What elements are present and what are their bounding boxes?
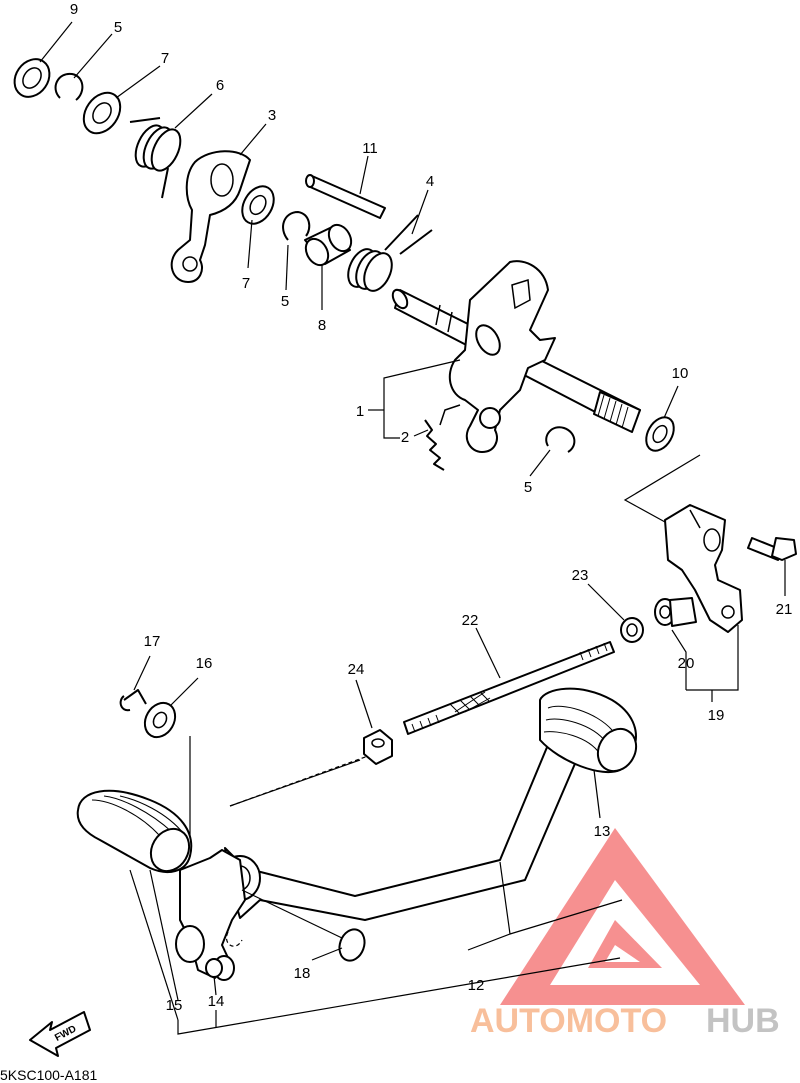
callout-14: 14 [208, 993, 225, 1010]
callout-10: 10 [672, 365, 689, 382]
callout-18: 18 [294, 965, 311, 982]
torsion-spring-4 [347, 214, 433, 292]
dowel-pin-11 [305, 174, 386, 219]
washer-7-mid [241, 185, 275, 225]
callout-13: 13 [594, 823, 611, 840]
callout-8: 8 [318, 317, 326, 334]
pedal-rubber-13 [539, 687, 638, 774]
clip-17 [119, 689, 147, 712]
return-spring-2 [424, 419, 445, 471]
callout-4: 4 [426, 173, 434, 190]
shift-shaft-assembly-1 [391, 260, 641, 453]
shift-arm-19 [664, 504, 743, 633]
callout-5-right: 5 [524, 479, 532, 496]
callout-22: 22 [462, 612, 479, 629]
callout-5-mid: 5 [281, 293, 289, 310]
callout-19: 19 [708, 707, 725, 724]
watermark-auto: AUTOMOTO [470, 1002, 667, 1040]
shift-rod-22 [403, 641, 615, 735]
callout-16: 16 [196, 655, 213, 672]
joint-20 [654, 597, 697, 627]
nut-23 [620, 617, 644, 643]
washer-9 [13, 58, 51, 98]
callout-21: 21 [776, 601, 793, 618]
callout-5-top: 5 [114, 19, 122, 36]
callout-6: 6 [216, 77, 224, 94]
callout-7-top: 7 [161, 50, 169, 67]
circlip-5-mid [282, 211, 311, 241]
callout-17: 17 [144, 633, 161, 650]
collar-8 [304, 223, 353, 267]
heel-shift-arm-15 [76, 789, 246, 981]
callout-20: 20 [678, 655, 695, 672]
washer-7-top [82, 91, 122, 135]
callout-15: 15 [166, 997, 183, 1014]
callout-7-mid: 7 [242, 275, 250, 292]
washer-16 [143, 701, 177, 739]
drawing-code: 5KSC100-A181 [0, 1067, 98, 1083]
nut-24 [363, 729, 393, 765]
torsion-spring-6 [129, 117, 182, 199]
callout-2: 2 [401, 429, 409, 446]
callout-11: 11 [362, 140, 378, 157]
circlip-5-right [545, 426, 576, 453]
automotohub-watermark-text: AUTOMOTO HUB [470, 1002, 780, 1040]
automotohub-watermark-logo [500, 828, 745, 1005]
callout-12: 12 [468, 977, 485, 994]
callout-1: 1 [356, 403, 364, 420]
bolt-14 [205, 958, 223, 978]
fwd-direction-arrow: FWD [29, 1011, 91, 1057]
circlip-5-top [54, 72, 84, 101]
callout-24: 24 [348, 661, 365, 678]
shift-pedal-12 [219, 729, 581, 947]
washer-18 [338, 928, 366, 962]
watermark-hub: HUB [706, 1002, 780, 1040]
leader-lines [39, 21, 786, 1035]
callout-numbers: 9 5 7 6 3 11 4 7 5 8 1 2 5 10 21 23 22 2… [70, 1, 793, 1014]
washer-10 [645, 416, 675, 452]
stopper-lever-3 [170, 150, 251, 283]
callout-23: 23 [572, 567, 589, 584]
bolt-21 [747, 537, 797, 561]
callout-9: 9 [70, 1, 78, 18]
callout-3: 3 [268, 107, 276, 124]
